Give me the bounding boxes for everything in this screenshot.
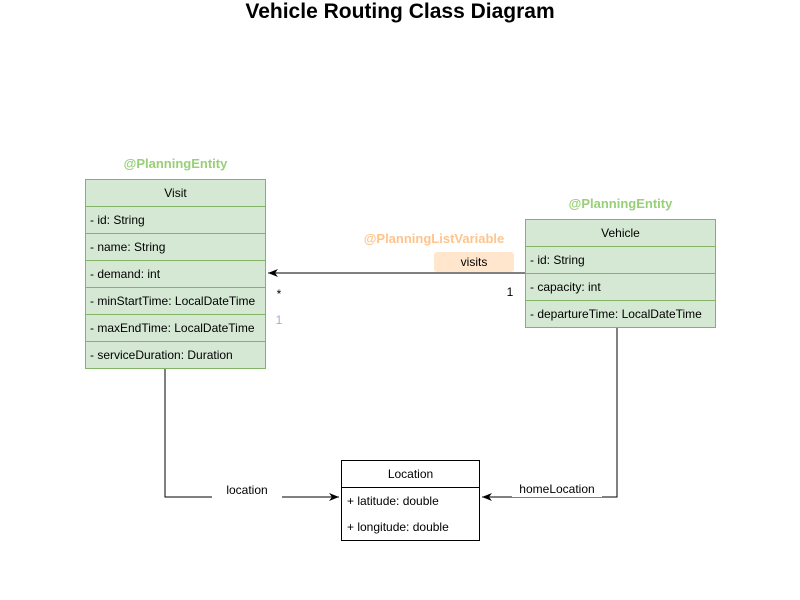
visits-multiplicity-extra: 1 (275, 313, 283, 327)
vehicle-class-box[interactable]: Vehicle - id: String - capacity: int - d… (525, 219, 716, 328)
vehicle-class-name: Vehicle (526, 220, 715, 247)
vehicle-attribute: - id: String (526, 247, 715, 274)
location-class-name: Location (342, 461, 479, 488)
diagram-title: Vehicle Routing Class Diagram (245, 0, 555, 23)
visit-planning-entity-annotation: @PlanningEntity (123, 156, 228, 171)
home-location-edge-label[interactable]: homeLocation (512, 482, 602, 497)
visit-attribute: - id: String (86, 207, 265, 234)
vehicle-attribute: - departureTime: LocalDateTime (530, 307, 702, 321)
home-location-edge[interactable] (482, 323, 618, 501)
visit-attribute: - demand: int (86, 261, 265, 288)
location-attribute: + latitude: double (347, 494, 439, 508)
visits-multiplicity-one: 1 (506, 285, 514, 299)
location-edge-label[interactable]: location (212, 483, 282, 498)
visit-class-box[interactable]: Visit - id: String - name: String - dema… (85, 179, 266, 369)
location-edge[interactable] (164, 361, 339, 501)
location-attribute: + longitude: double (347, 520, 449, 534)
location-class-box[interactable]: Location + latitude: double + longitude:… (341, 460, 480, 541)
visit-class-name: Visit (86, 180, 265, 207)
visit-attribute: - name: String (86, 234, 265, 261)
visits-multiplicity-star: * (276, 287, 282, 301)
vehicle-planning-entity-annotation: @PlanningEntity (568, 196, 673, 211)
visits-edge-label[interactable]: visits (434, 252, 514, 272)
visit-attribute: - maxEndTime: LocalDateTime (86, 315, 265, 342)
visit-attribute: - serviceDuration: Duration (90, 348, 233, 362)
planning-list-variable-annotation: @PlanningListVariable (363, 231, 505, 246)
vehicle-attribute: - capacity: int (526, 274, 715, 301)
visit-attribute: - minStartTime: LocalDateTime (86, 288, 265, 315)
